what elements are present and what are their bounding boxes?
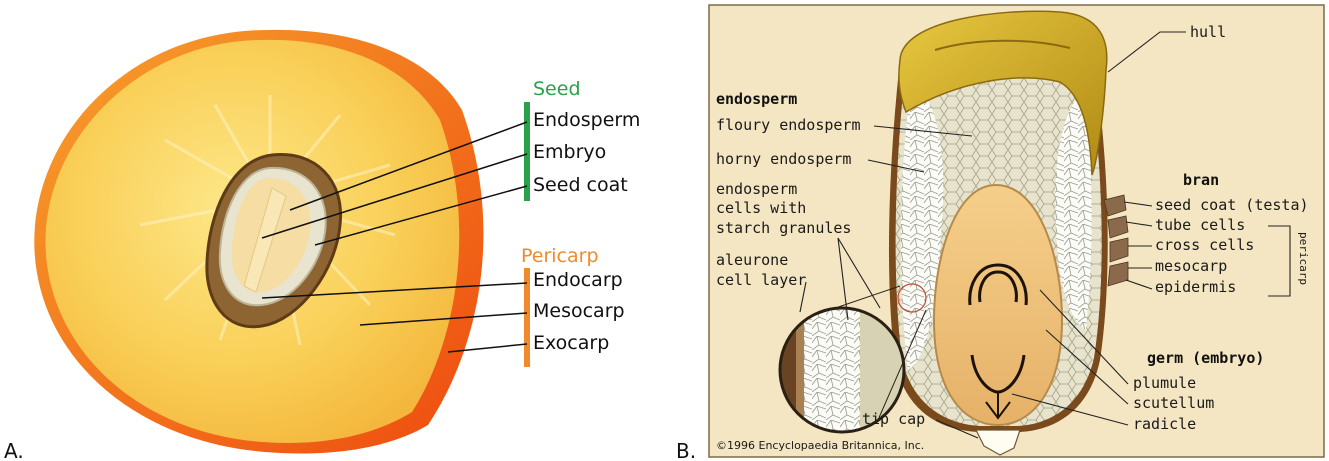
copyright-notice: ©1996 Encyclopaedia Britannica, Inc. <box>716 439 924 452</box>
label-embryo: Embryo <box>533 141 606 163</box>
panel-b-letter: B. <box>676 439 696 461</box>
label-mesocarp-b: mesocarp <box>1155 257 1227 275</box>
label-endosperm: Endosperm <box>533 109 640 131</box>
pericarp-group-title: Pericarp <box>521 245 599 267</box>
label-exocarp: Exocarp <box>533 332 609 354</box>
label-scutellum: scutellum <box>1133 394 1214 412</box>
label-floury-endosperm: floury endosperm <box>716 116 861 134</box>
label-seed-coat: Seed coat <box>533 174 628 196</box>
label-hull: hull <box>1190 23 1226 41</box>
label-endosperm-cells-line2: cells with <box>716 199 806 217</box>
label-horny-endosperm: horny endosperm <box>716 150 851 168</box>
seed-group-title: Seed <box>533 78 581 100</box>
label-bran-header: bran <box>1183 171 1219 189</box>
label-aleurone-line1: aleurone <box>716 251 788 269</box>
panel-a-letter: A. <box>4 439 24 461</box>
label-cross-cells: cross cells <box>1155 236 1254 254</box>
label-endocarp: Endocarp <box>533 269 623 291</box>
panel-a: Seed Endosperm Embryo Seed coat Pericarp… <box>4 30 640 461</box>
peach-illustration <box>34 30 483 454</box>
label-endosperm-cells-line3: starch granules <box>716 219 851 237</box>
label-endosperm-header: endosperm <box>716 90 797 108</box>
panel-b: hull endosperm floury endosperm horny en… <box>676 5 1324 461</box>
label-endosperm-cells-line1: endosperm <box>716 180 797 198</box>
label-tube-cells: tube cells <box>1155 216 1245 234</box>
label-mesocarp: Mesocarp <box>533 300 625 322</box>
label-germ-header: germ (embryo) <box>1147 349 1264 367</box>
label-seed-coat-testa: seed coat (testa) <box>1155 196 1309 214</box>
label-tip-cap: tip cap <box>862 410 925 428</box>
label-aleurone-line2: cell layer <box>716 271 806 289</box>
label-pericarp-side: pericarp <box>1297 232 1310 285</box>
label-epidermis: epidermis <box>1155 278 1236 296</box>
label-radicle: radicle <box>1133 415 1196 433</box>
label-plumule: plumule <box>1133 374 1196 392</box>
